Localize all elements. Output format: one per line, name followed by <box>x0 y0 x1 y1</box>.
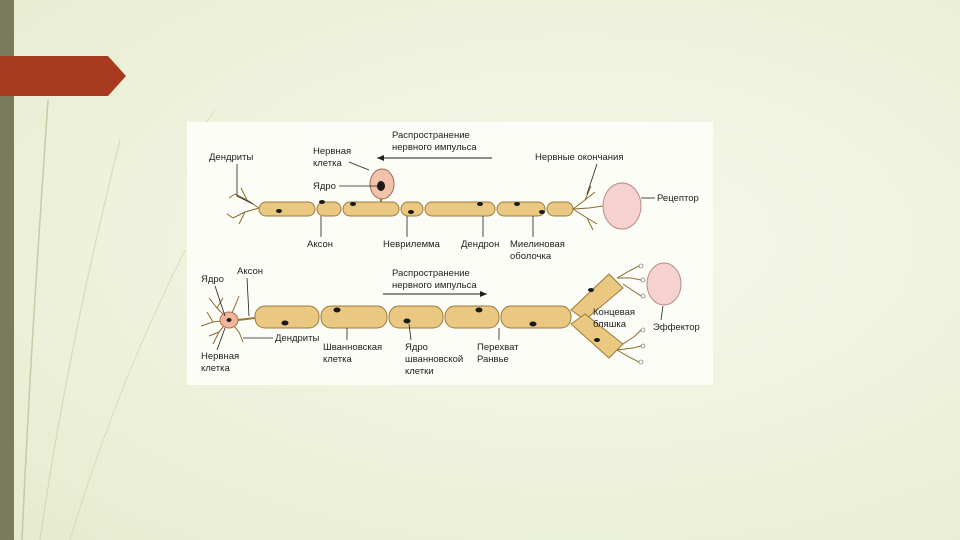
label-nucleus-top: Ядро <box>313 181 336 192</box>
label-neurilemma: Неврилемма <box>383 239 441 250</box>
label-nerve-cell-top-2: клетка <box>313 158 342 169</box>
label-schwann-nucleus-3: клетки <box>405 366 434 377</box>
label-nerve-cell-bottom-2: клетка <box>201 363 230 374</box>
sensory-neuron-diagram: Распространение нервного импульса Дендри… <box>209 130 699 262</box>
top-nerve-endings <box>572 185 604 231</box>
label-axon-bottom: Аксон <box>237 266 263 277</box>
label-nerve-endings: Нервные окончания <box>535 152 623 163</box>
label-myelin-2: оболочка <box>510 251 552 262</box>
label-nerve-cell-bottom-1: Нервная <box>201 351 239 362</box>
label-end-plate-1: Концевая <box>593 307 635 318</box>
effector-circle <box>646 262 682 306</box>
slide-left-bar <box>0 0 14 540</box>
label-schwann-nucleus-1: Ядро <box>405 342 428 353</box>
label-nerve-cell-top-1: Нервная <box>313 146 351 157</box>
label-nucleus-bottom: Ядро <box>201 274 224 285</box>
label-schwann-cell-2: клетка <box>323 354 352 365</box>
bottom-myelin-segments <box>254 305 572 329</box>
bottom-propagation-label-1: Распространение <box>392 268 470 279</box>
label-node-ranvier-1: Перехват <box>477 342 519 353</box>
top-dendrites-left <box>226 187 260 225</box>
slide-accent-tab <box>0 56 126 96</box>
top-propagation-label-1: Распространение <box>392 130 470 141</box>
bottom-propagation-label-2: нервного импульса <box>392 280 477 291</box>
label-receptor: Рецептор <box>657 193 699 204</box>
label-node-ranvier-2: Ранвье <box>477 354 509 365</box>
motor-neuron-diagram: Распространение нервного импульса Ядро А… <box>200 262 700 377</box>
label-end-plate-2: бляшка <box>593 319 627 330</box>
label-axon-top: Аксон <box>307 239 333 250</box>
label-schwann-nucleus-2: шванновской <box>405 354 463 365</box>
top-propagation-label-2: нервного импульса <box>392 142 477 153</box>
bottom-nerve-cell <box>200 295 256 345</box>
receptor-circle <box>602 182 642 230</box>
top-myelin-segments <box>258 200 574 217</box>
label-dendrites-bottom: Дендриты <box>275 333 319 344</box>
top-nerve-cell-body <box>369 168 395 202</box>
bottom-end-plates <box>616 263 646 365</box>
neuron-diagram-panel: Распространение нервного импульса Дендри… <box>187 122 713 385</box>
label-dendron: Дендрон <box>461 239 499 250</box>
bottom-branches <box>570 273 624 359</box>
label-myelin-1: Миелиновая <box>510 239 565 250</box>
label-dendrites-top: Дендриты <box>209 152 253 163</box>
label-effector: Эффектор <box>653 322 700 333</box>
label-schwann-cell-1: Шванновская <box>323 342 382 353</box>
